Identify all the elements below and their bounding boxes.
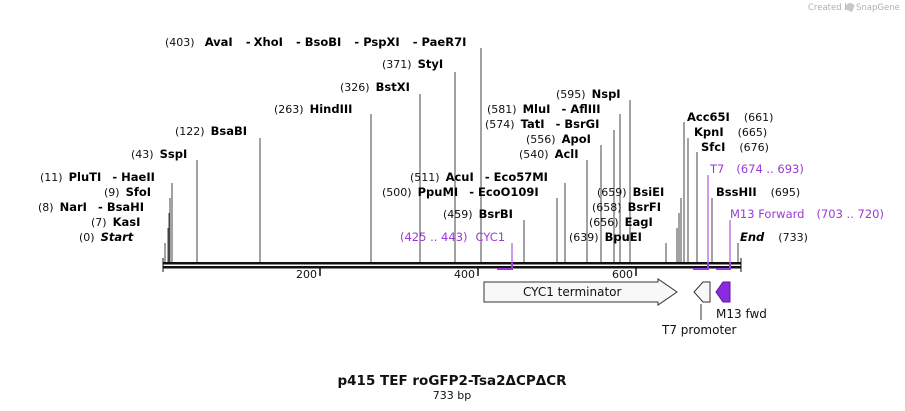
site-label-733: End(733) bbox=[740, 230, 808, 244]
site-label-574: (574)TatI -BsrGI bbox=[485, 113, 599, 132]
site-label-658: (658)BsrFI bbox=[592, 200, 661, 214]
site-label-665: KpnI(665) bbox=[694, 125, 767, 139]
site-label-659: (659)BsiEI bbox=[597, 185, 664, 199]
feature-t7-promoter bbox=[693, 281, 711, 303]
snapgene-brand: Created by SnapGene bbox=[808, 3, 900, 13]
site-label-8: (8)NarI -BsaHI bbox=[38, 196, 144, 215]
site-label-459: (459)BsrBI bbox=[443, 207, 513, 221]
brand-created-by: Created by bbox=[808, 3, 855, 13]
primer-bars bbox=[497, 262, 731, 270]
backbone bbox=[162, 258, 742, 272]
ruler-tick-200: 200 bbox=[296, 268, 317, 281]
feature-m13-fwd bbox=[715, 281, 731, 303]
site-label-511: (511)AcuI -Eco57MI bbox=[410, 166, 548, 185]
site-label-639: (639)BpuEI bbox=[569, 230, 642, 244]
site-label-595: (595)NspI bbox=[556, 87, 621, 101]
site-label-656: (656)EagI bbox=[589, 215, 653, 229]
site-label-581: (581)MluI -AflIII bbox=[487, 98, 601, 117]
site-label-11: (11)PluTI -HaeII bbox=[40, 166, 155, 185]
feature-label-m13-fwd: M13 fwd bbox=[716, 307, 767, 321]
site-label-556: (556)ApoI bbox=[526, 132, 591, 146]
ruler-tick-600: 600 bbox=[612, 268, 633, 281]
site-label-9: (9)SfoI bbox=[104, 185, 151, 199]
snapgene-logo-icon bbox=[846, 3, 854, 11]
ruler: 200 400 600 bbox=[296, 266, 637, 281]
site-label-263: (263)HindIII bbox=[274, 102, 352, 116]
site-label-695: BssHII(695) bbox=[716, 185, 800, 199]
brand-name: SnapGene bbox=[856, 3, 900, 13]
primer-labels: (425 .. 443)CYC1 T7(674 .. 693) M13 Forw… bbox=[400, 162, 884, 244]
site-label-7: (7)KasI bbox=[91, 215, 140, 229]
site-markers bbox=[164, 48, 739, 262]
feature-cyc1-terminator bbox=[483, 278, 678, 306]
site-label-403: (403) AvaI -XhoI -BsoBI -PspXI -PaeR7I bbox=[165, 31, 466, 50]
site-label-0: (0)Start bbox=[79, 230, 134, 244]
map-title: p415 TEF roGFP2-Tsa2ΔCPΔCR bbox=[338, 373, 568, 389]
site-label-43: (43)SspI bbox=[131, 147, 187, 161]
ruler-tick-400: 400 bbox=[454, 268, 475, 281]
site-label-661: Acc65I(661) bbox=[687, 110, 773, 124]
site-label-500: (500)PpuMI -EcoO109I bbox=[382, 181, 539, 200]
site-label-540: (540)AclI bbox=[519, 147, 579, 161]
feature-label-cyc1-terminator: CYC1 terminator bbox=[523, 285, 622, 299]
primer-label-t7: T7(674 .. 693) bbox=[709, 162, 804, 176]
site-label-676: SfcI(676) bbox=[701, 140, 769, 154]
features: CYC1 terminator T7 promoter M13 fwd bbox=[483, 278, 767, 337]
primer-label-cyc1: (425 .. 443)CYC1 bbox=[400, 230, 505, 244]
site-labels: (403) AvaI -XhoI -BsoBI -PspXI -PaeR7I (… bbox=[38, 31, 808, 244]
site-label-326: (326)BstXI bbox=[340, 80, 410, 94]
site-label-122: (122)BsaBI bbox=[175, 124, 247, 138]
feature-label-t7-promoter: T7 promoter bbox=[661, 323, 737, 337]
site-label-371: (371)StyI bbox=[382, 57, 443, 71]
map-length: 733 bp bbox=[433, 389, 471, 402]
primer-label-m13: M13 Forward(703 .. 720) bbox=[730, 207, 884, 221]
